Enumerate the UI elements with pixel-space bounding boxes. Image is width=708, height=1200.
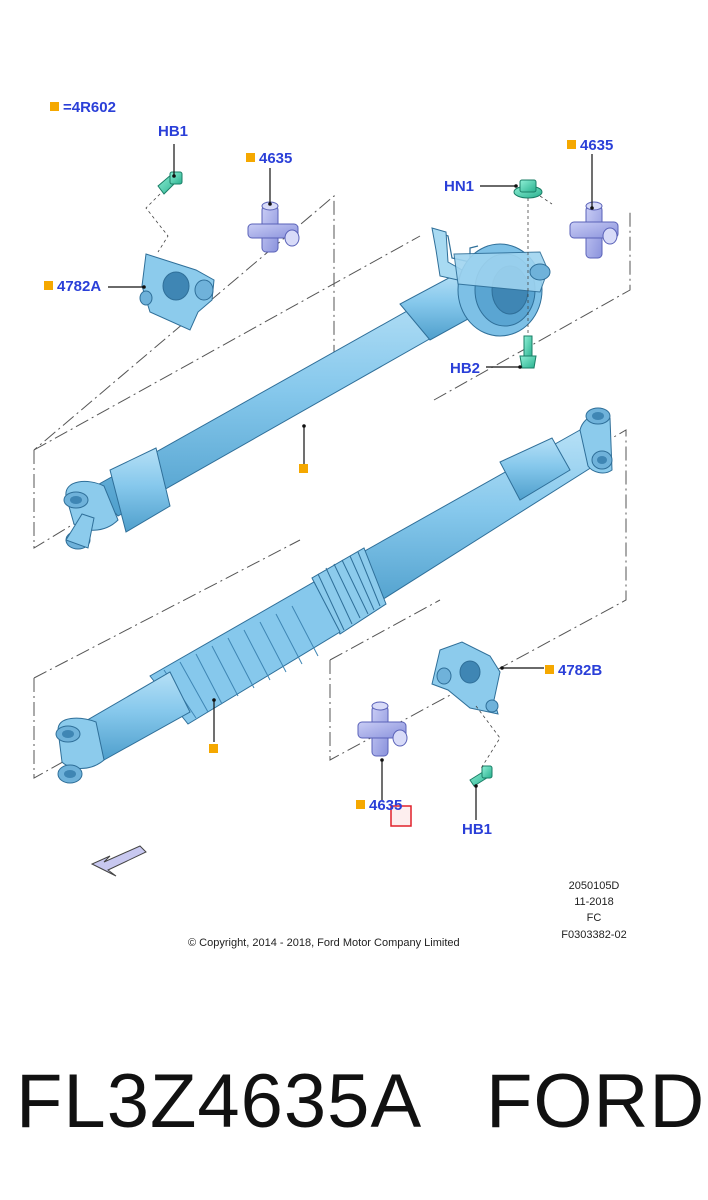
brand-title: FORD xyxy=(486,1059,706,1144)
flange-4782b xyxy=(431,641,501,715)
yoke-left-upper xyxy=(63,480,119,550)
drawing-date: 11-2018 xyxy=(574,896,614,908)
highlight-box[interactable] xyxy=(390,805,412,827)
marker-lower-shaft xyxy=(209,744,218,753)
part-number-title: FL3Z4635A xyxy=(16,1059,423,1144)
bolt-hb2 xyxy=(519,335,537,369)
drawing-number: 2050105D xyxy=(568,880,620,892)
u-joint-top-left xyxy=(247,201,300,253)
copyright-notice: © Copyright, 2014 - 2018, Ford Motor Com… xyxy=(188,937,460,949)
callout-hb1-top[interactable]: HB1 xyxy=(158,123,189,140)
drawing-code: FC xyxy=(586,912,602,924)
nut-hn1 xyxy=(513,179,543,199)
drawing-ref: F0303382-02 xyxy=(561,929,627,941)
rear-driveshaft-lower xyxy=(55,407,613,784)
legend-key: =4R602 xyxy=(50,100,116,116)
marker-icon xyxy=(567,140,576,149)
front-direction-arrow xyxy=(90,845,147,877)
u-joint-top-right xyxy=(569,201,619,259)
center-bearing-bracket xyxy=(431,227,551,337)
yoke-left-lower xyxy=(55,717,105,784)
callout-u-joint-top-right[interactable]: 4635 xyxy=(567,138,613,154)
bolt-hb1-bottom xyxy=(469,765,493,787)
callout-hb2[interactable]: HB2 xyxy=(450,360,481,377)
flange-4782a xyxy=(139,253,215,331)
hardware-paths xyxy=(145,193,553,771)
leader-lines xyxy=(108,144,593,820)
marker-icon xyxy=(356,800,365,809)
marker-upper-shaft xyxy=(299,464,308,473)
marker-icon xyxy=(246,153,255,162)
callout-hb1-bottom[interactable]: HB1 xyxy=(462,821,493,838)
front-driveshaft-upper xyxy=(63,227,551,550)
marker-icon xyxy=(44,281,53,290)
phantom-outline-upper xyxy=(33,194,631,549)
bolt-hb1-top xyxy=(157,171,183,195)
leader-dots xyxy=(142,174,594,788)
marker-icon xyxy=(50,102,59,111)
u-joint-bottom xyxy=(357,701,408,757)
callout-hn1[interactable]: HN1 xyxy=(444,178,475,195)
callout-u-joint-bottom[interactable]: 4635 xyxy=(356,798,402,814)
yoke-right-lower xyxy=(579,407,613,474)
callout-flange-4782b[interactable]: 4782B xyxy=(545,663,602,679)
callout-flange-4782a[interactable]: 4782A xyxy=(44,279,101,295)
driveshaft-exploded-diagram xyxy=(33,144,631,877)
marker-icon xyxy=(545,665,554,674)
callout-u-joint-top-left[interactable]: 4635 xyxy=(246,151,292,167)
